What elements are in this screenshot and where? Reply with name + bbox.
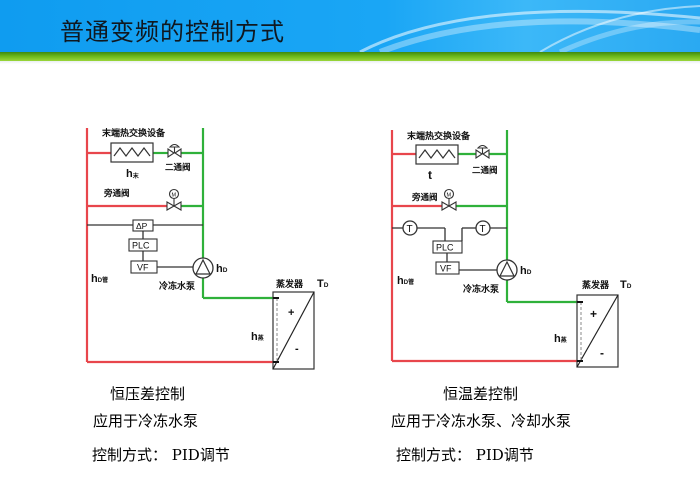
- supply-temp-sensor-label: T: [407, 224, 413, 235]
- two-way-valve-label: 二通阀: [472, 165, 498, 175]
- return-temp-sensor-icon: [475, 220, 491, 236]
- supply-pipe: [390, 130, 577, 363]
- pump-label: 冷冻水泵: [463, 283, 500, 294]
- return-temp-sensor-label: T: [480, 224, 486, 235]
- control-wiring: [392, 227, 507, 271]
- supply-pipe: [85, 128, 273, 364]
- left-application: 应用于冷冻水泵: [93, 412, 199, 430]
- pump-label: 冷冻水泵: [159, 280, 196, 291]
- evaporator-head-label: h蒸: [554, 333, 567, 345]
- plc-label: PLC: [132, 241, 150, 251]
- diagram-constant-pressure: 末端热交换设备 h末 二通阀 旁通阀 M ΔP PLC VF: [80, 120, 340, 379]
- left-control-method: 控制方式： PID调节: [92, 446, 230, 464]
- heat-exchanger-icon: [415, 144, 459, 165]
- header-swoosh-decoration: [359, 5, 700, 52]
- bypass-valve-icon: [441, 188, 457, 211]
- evaporator-icon: [576, 294, 619, 368]
- two-way-valve-icon: [167, 143, 182, 159]
- diagram-constant-temperature: 末端热交换设备 t 二通阀 旁通阀 M T T PLC VF hD 冷: [380, 120, 640, 379]
- vf-box: [130, 260, 158, 274]
- motor-icon: M: [172, 193, 177, 199]
- evaporator-label: 蒸发器: [582, 279, 610, 290]
- pipe-head-label: hD管: [397, 275, 414, 287]
- evaporator-temp-label: TD: [620, 279, 632, 291]
- right-control-name: 恒温差控制: [443, 385, 519, 403]
- vf-box: [435, 261, 460, 275]
- evaporator-head-label: h蒸: [251, 331, 264, 343]
- two-way-valve-icon: [475, 144, 490, 160]
- load-symbol: t: [428, 168, 432, 182]
- pressure-diff-sensor-label: ΔP: [136, 221, 148, 231]
- evaporator-plus-label: +: [288, 307, 294, 319]
- slide-header: 普通变频的控制方式: [0, 0, 700, 52]
- evaporator-temp-label: TD: [317, 278, 329, 290]
- bypass-valve-icon: [166, 188, 182, 211]
- pump-icon: [192, 257, 214, 279]
- pump-head-label: hD: [216, 263, 228, 275]
- slide-title: 普通变频的控制方式: [60, 18, 285, 46]
- evaporator-icon: [272, 291, 315, 370]
- header-green-bar: [0, 52, 700, 61]
- vf-label: VF: [440, 264, 452, 274]
- pump-head-label: hD: [520, 265, 532, 277]
- terminal-equipment-label: 末端热交换设备: [101, 127, 166, 138]
- motor-icon: M: [447, 193, 452, 199]
- plc-box: [128, 238, 158, 252]
- bypass-valve-label: 旁通阀: [103, 188, 130, 198]
- header-shadow: [0, 61, 700, 64]
- evaporator-label: 蒸发器: [276, 278, 304, 289]
- two-way-valve-label: 二通阀: [165, 162, 191, 172]
- left-control-name: 恒压差控制: [110, 385, 186, 403]
- terminal-equipment-label: 末端热交换设备: [406, 130, 471, 141]
- vf-label: VF: [137, 263, 149, 273]
- pipe-head-label: hD管: [91, 273, 108, 285]
- pressure-diff-sensor: [132, 219, 154, 232]
- evaporator-minus-label: -: [295, 343, 299, 355]
- plc-label: PLC: [436, 243, 454, 253]
- control-wiring: [87, 224, 203, 268]
- right-application: 应用于冷冻水泵、冷却水泵: [391, 412, 572, 430]
- heat-exchanger-icon: [110, 142, 154, 163]
- evaporator-plus-label: +: [590, 307, 597, 321]
- evaporator-minus-label: -: [600, 346, 604, 360]
- right-control-method: 控制方式： PID调节: [396, 446, 534, 464]
- return-pipe: [153, 128, 273, 300]
- return-pipe: [456, 130, 577, 304]
- bypass-valve-label: 旁通阀: [411, 192, 438, 202]
- pump-icon: [496, 259, 518, 281]
- load-symbol: h末: [126, 168, 140, 180]
- plc-box: [432, 240, 463, 254]
- supply-temp-sensor-icon: [402, 220, 418, 236]
